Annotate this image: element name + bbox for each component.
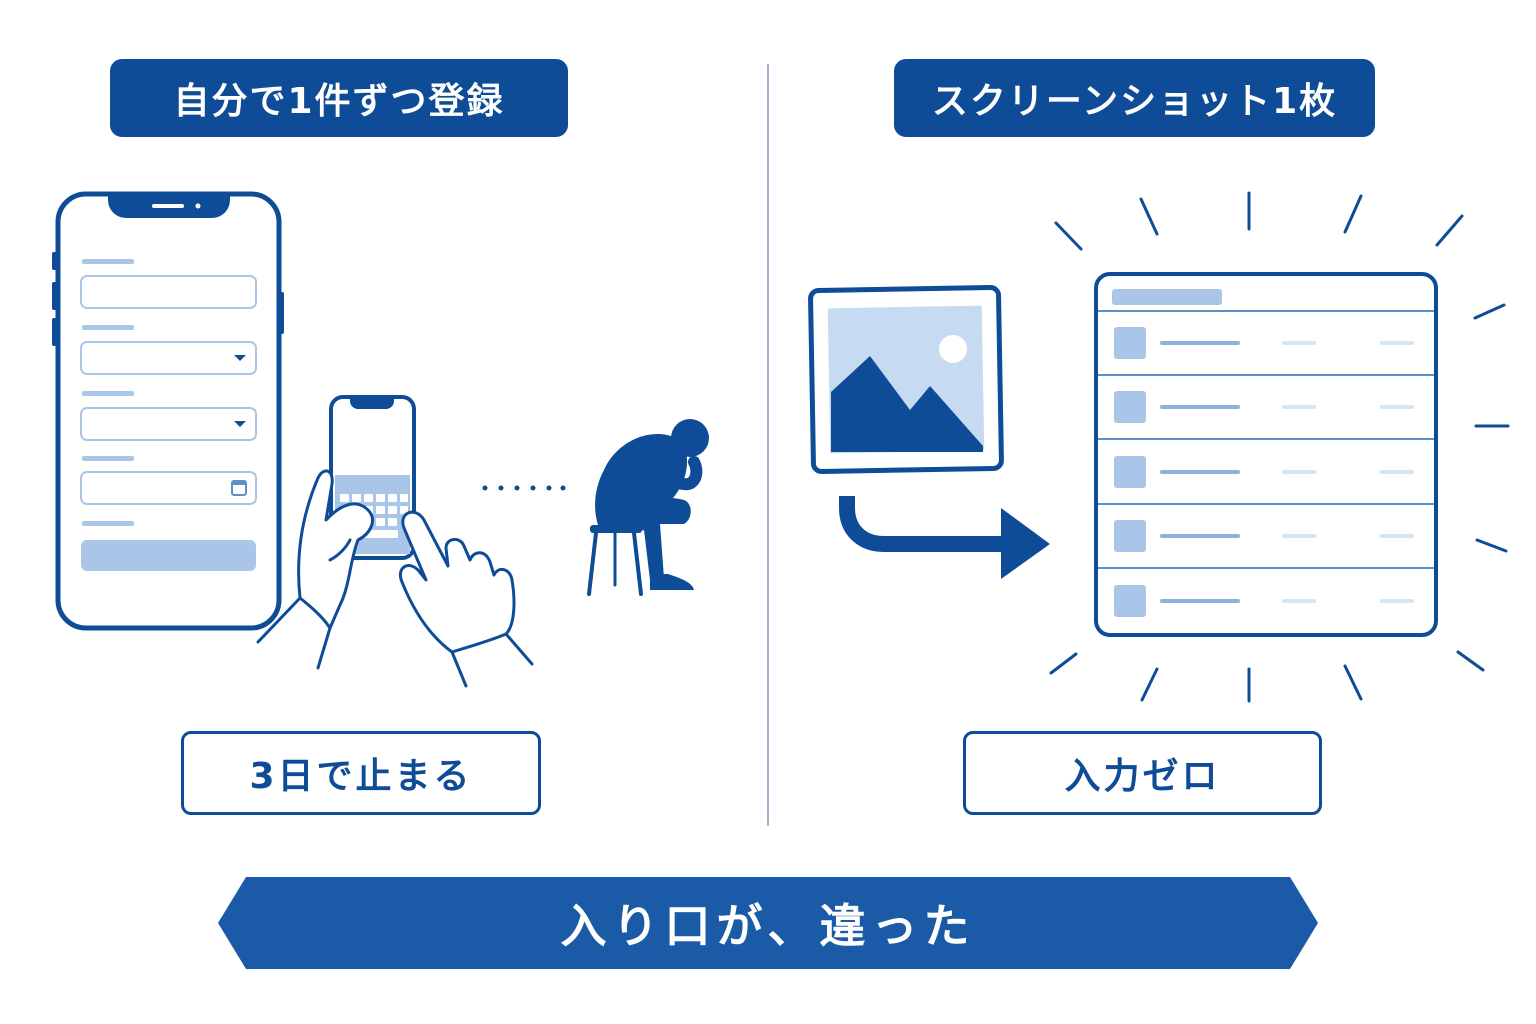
- hands-typing-phone-icon: [256, 395, 534, 688]
- ellipsis-dots-icon: [482, 485, 566, 491]
- smartphone-form-icon: [52, 191, 284, 631]
- conclusion-banner: [218, 877, 1318, 969]
- conclusion-banner-text: 入り口が、違った: [560, 899, 976, 953]
- table-list-icon: [1094, 272, 1438, 637]
- burst-lines-icon: [1049, 191, 1510, 703]
- panel-divider: [767, 64, 769, 826]
- left-panel-title: 自分で1件ずつ登録: [110, 59, 568, 137]
- right-panel-title: スクリーンショット1枚: [894, 59, 1375, 137]
- dejected-person-icon: [587, 419, 709, 596]
- image-icon: [808, 285, 1004, 474]
- curved-arrow-right-icon: [839, 496, 1050, 579]
- left-panel-result: 3日で止まる: [181, 731, 541, 815]
- right-panel-result: 入力ゼロ: [963, 731, 1322, 815]
